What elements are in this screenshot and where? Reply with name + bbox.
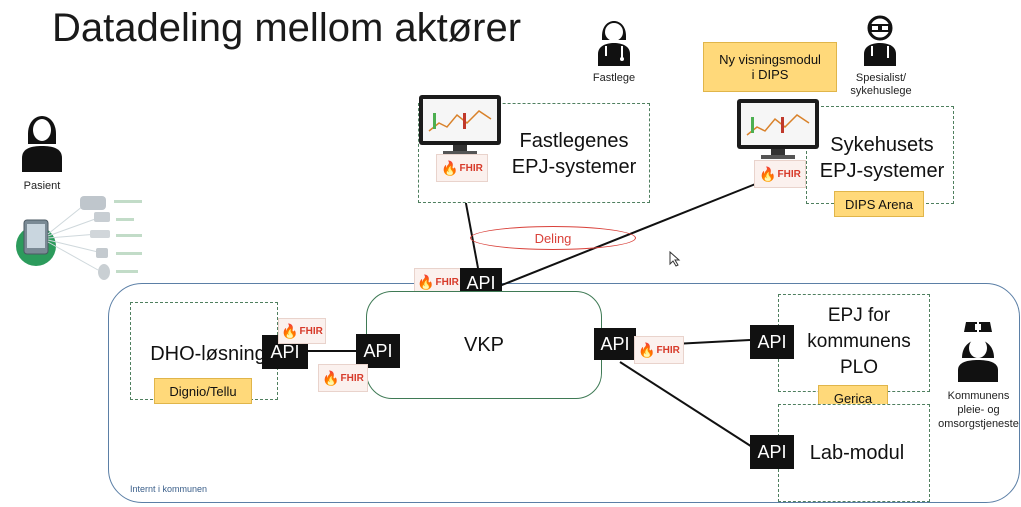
pasient-label: Pasient (23, 180, 61, 192)
patient-icon (20, 104, 64, 172)
fhir-badge-vkp-right: 🔥FHIR (634, 336, 684, 364)
fhir-flame-icon: 🔥 (417, 273, 435, 290)
vkp-label: VKP (463, 334, 505, 356)
kommune-region (108, 283, 1020, 503)
fhir-badge-vkp-left: 🔥FHIR (318, 364, 368, 392)
fastlege-label: Fastlege (592, 72, 636, 84)
monitor-icon (417, 93, 503, 157)
fhir-flame-icon: 🔥 (441, 159, 459, 176)
fhir-badge-fastlege: 🔥FHIR (436, 154, 488, 182)
region-label: Internt i kommunen (130, 484, 208, 494)
spesialist-label: Spesialist/ sykehuslege (850, 72, 912, 97)
doctor-male-icon (860, 10, 900, 66)
fhir-badge-sykehus: 🔥FHIR (754, 160, 806, 188)
dignio-tag: Dignio/Tellu (154, 378, 252, 404)
deling-label: Deling (534, 230, 572, 246)
fhir-flame-icon: 🔥 (322, 369, 340, 386)
dips-arena-tag: DIPS Arena (834, 191, 924, 217)
visningsmodul-tag: Ny visningsmodul i DIPS (703, 42, 837, 92)
nurse-icon (956, 318, 1000, 382)
lab-modul-box (778, 404, 930, 502)
api-vkp-right: API (594, 328, 636, 360)
page-title: Datadeling mellom aktører (52, 6, 522, 50)
sykehusets-epj-label: Sykehusets EPJ-systemer (819, 134, 945, 182)
fhir-flame-icon: 🔥 (638, 341, 656, 358)
dho-label: DHO-løsning (150, 343, 266, 365)
home-devices-illustration (16, 194, 148, 290)
epj-kommune-box (778, 294, 930, 392)
epj-kommune-label: EPJ for kommunens PLO (807, 305, 911, 378)
api-vkp-left: API (356, 334, 400, 368)
monitor-icon (735, 97, 821, 161)
doctor-female-icon (594, 10, 634, 66)
fastlegenes-epj-label: Fastlegenes EPJ-systemer (511, 130, 637, 178)
deling-ellipse: Deling (470, 226, 636, 250)
lab-modul-label: Lab-modul (809, 442, 905, 464)
api-lab-modul: API (750, 435, 794, 469)
sykehusets-epj-box (806, 106, 954, 204)
api-epj-kommune: API (750, 325, 794, 359)
kommunens-label: Kommunens pleie- og omsorgstjeneste (938, 390, 1019, 430)
cursor-icon (669, 250, 681, 267)
fhir-flame-icon: 🔥 (281, 322, 299, 339)
fhir-badge-dho: 🔥FHIR (278, 318, 326, 344)
vkp-box (366, 291, 602, 399)
fhir-flame-icon: 🔥 (759, 165, 777, 182)
